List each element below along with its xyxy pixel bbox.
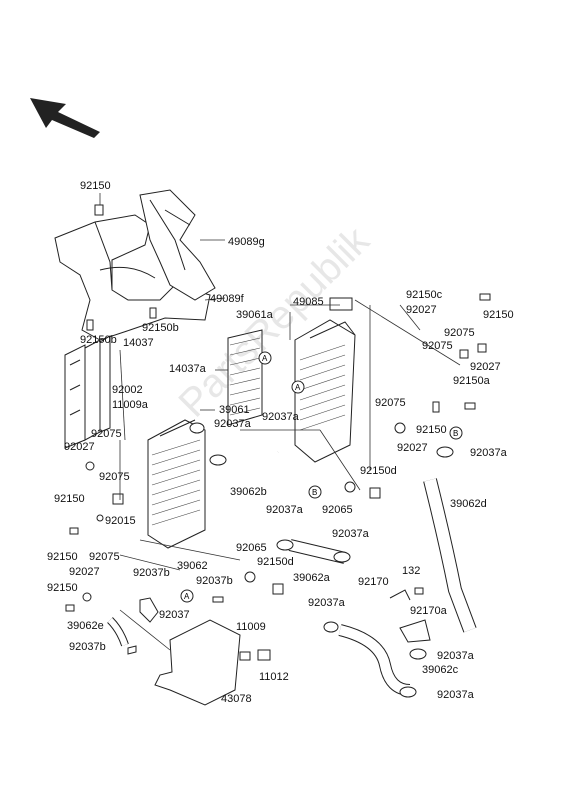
part-label: 92037a — [437, 650, 474, 662]
part-label: 92150d — [360, 465, 397, 477]
part-label: 92027 — [470, 361, 501, 373]
part-label: 92150 — [47, 582, 78, 594]
ref-mark-b-2: B — [308, 485, 322, 499]
part-label: 14037 — [123, 337, 154, 349]
hose-39062e — [107, 617, 129, 647]
radiator-right — [294, 319, 356, 463]
ref-mark-a-1: A — [258, 351, 272, 365]
part-label: 92027 — [69, 566, 100, 578]
part-label: 92075 — [99, 471, 130, 483]
part-label: 92037b — [133, 567, 170, 579]
leader-lines — [99, 193, 461, 651]
part-label: 92075 — [375, 397, 406, 409]
hose-39062d — [423, 478, 477, 633]
part-label: 92150 — [47, 551, 78, 563]
part-label: 11009 — [236, 621, 266, 633]
part-label: 92150 — [483, 309, 514, 321]
part-label: 92075 — [89, 551, 120, 563]
part-label: 49089g — [228, 236, 265, 248]
hose-39062c — [338, 624, 411, 696]
part-label: 92037a — [262, 411, 299, 423]
part-label: 92015 — [105, 515, 136, 527]
hose-39062b — [219, 449, 281, 475]
part-label: 92075 — [422, 340, 453, 352]
ref-mark-b-1: B — [449, 426, 463, 440]
part-label: 11012 — [259, 671, 289, 683]
part-label: 39061 — [219, 404, 250, 416]
part-label: 39062 — [177, 560, 208, 572]
ref-mark-a-2: A — [291, 380, 305, 394]
part-label: 92150 — [416, 424, 447, 436]
part-label: 92065 — [322, 504, 353, 516]
part-label: 92150b — [80, 334, 117, 346]
ref-mark-a-3: A — [180, 589, 194, 603]
part-label: 92027 — [406, 304, 437, 316]
svg-text:B: B — [312, 488, 317, 497]
part-label: 132 — [402, 565, 421, 577]
part-label: 92075 — [444, 327, 475, 339]
part-label: 92065 — [236, 542, 267, 554]
part-label: 92150 — [54, 493, 85, 505]
part-label: 92150 — [80, 180, 111, 192]
svg-text:A: A — [184, 592, 190, 601]
part-label: 49089f — [210, 293, 244, 305]
part-label: 39062c — [422, 664, 459, 676]
svg-text:B: B — [453, 429, 458, 438]
reservoir-tank — [154, 619, 271, 706]
bolts — [65, 204, 491, 698]
svg-text:A: A — [262, 354, 268, 363]
part-label: 92037a — [214, 418, 251, 430]
part-label: 92037a — [332, 528, 369, 540]
part-label: 92150b — [142, 322, 179, 334]
part-label: 92037a — [308, 597, 345, 609]
part-label: 92150d — [257, 556, 294, 568]
part-label: 11009a — [112, 399, 148, 411]
part-label: 39062e — [67, 620, 104, 632]
part-label: 92037 — [159, 609, 190, 621]
svg-text:A: A — [295, 383, 301, 392]
part-label: 39062b — [230, 486, 267, 498]
part-label: 92150c — [406, 289, 443, 301]
part-label: 39061a — [236, 309, 273, 321]
part-label: 39062a — [293, 572, 330, 584]
part-label: 92150a — [453, 375, 490, 387]
part-label: 92037a — [266, 504, 303, 516]
part-label: 92170 — [358, 576, 389, 588]
part-label: 39062d — [450, 498, 487, 510]
part-label: 43078 — [221, 693, 252, 705]
part-label: 92027 — [64, 441, 95, 453]
part-label: 92037a — [437, 689, 474, 701]
radiator-grille-right — [227, 329, 263, 426]
part-label: 92075 — [91, 428, 122, 440]
part-label: 14037a — [169, 363, 206, 375]
front-arrow-icon — [30, 98, 100, 138]
guard-plate — [329, 297, 353, 311]
radiator-left — [147, 419, 206, 549]
part-label: 92002 — [112, 384, 143, 396]
part-label: 49085 — [293, 296, 324, 308]
radiator-grille-left — [64, 335, 111, 449]
part-label: 92037b — [196, 575, 233, 587]
part-label: 92037b — [69, 641, 106, 653]
part-label: 92170a — [410, 605, 447, 617]
shroud-upper-panel — [139, 189, 216, 301]
part-label: 92037a — [470, 447, 507, 459]
part-label: 92027 — [397, 442, 428, 454]
